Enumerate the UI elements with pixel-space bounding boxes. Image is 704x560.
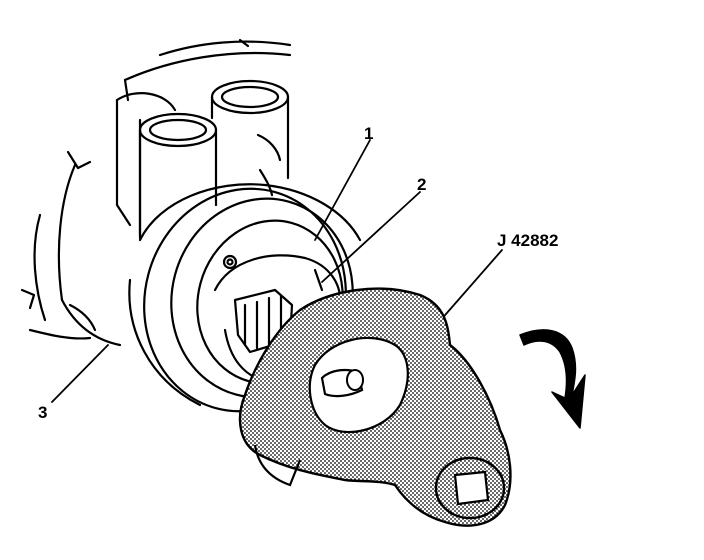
pipe-fitting-right [210, 79, 290, 180]
engine-housing [20, 38, 292, 347]
tool-square-drive-socket [453, 470, 490, 506]
clockwise-arrow-icon [519, 329, 586, 429]
tool-j42882 [238, 287, 512, 527]
callout-part-1: 1 [364, 124, 374, 143]
callout-tool: J 42882 [497, 231, 559, 250]
leader-line-3 [51, 344, 109, 403]
pipe-fitting-left [115, 92, 218, 240]
leader-line-2 [321, 191, 421, 283]
leader-line-1 [314, 139, 371, 241]
callout-part-3: 3 [38, 403, 48, 422]
callout-part-2: 2 [417, 175, 427, 194]
